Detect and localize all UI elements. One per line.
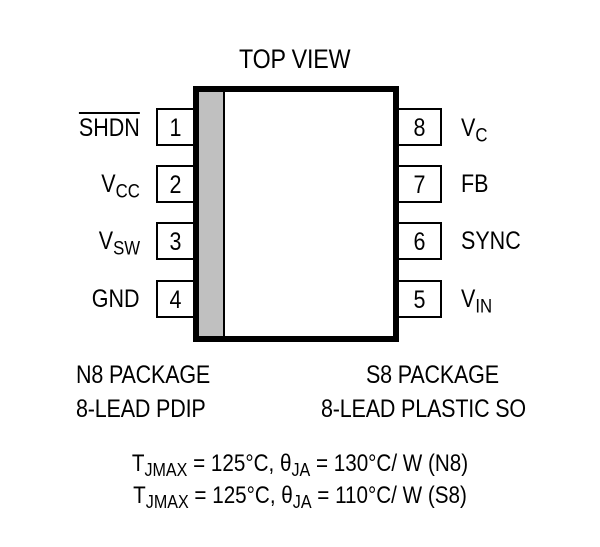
pin-number: 6	[413, 228, 426, 256]
pin-8-label: VC	[461, 116, 487, 146]
pin-number: 1	[169, 114, 182, 142]
pin-number: 2	[169, 171, 182, 199]
pin-3-label: VSW	[99, 229, 140, 259]
theta-value: = 110°C/ W (S8)	[311, 482, 467, 509]
pin-number: 7	[413, 171, 426, 199]
pin-1-box: 1	[156, 108, 193, 146]
pin-label-name: V	[101, 170, 116, 198]
pin-3-box: 3	[156, 222, 193, 260]
package-left-line2: 8-LEAD PDIP	[76, 395, 206, 423]
tjmax-subscript: JMAX	[145, 491, 189, 513]
package-right-line1: S8 PACKAGE	[366, 361, 499, 389]
ic-package-body	[193, 86, 399, 342]
theta-symbol: θ	[281, 482, 293, 509]
pin-5-box: 5	[399, 280, 442, 318]
pin-number: 4	[169, 286, 182, 314]
thermal-spec-s8: TJMAX = 125°C, θJA = 110°C/ W (S8)	[42, 484, 558, 512]
pin-7-box: 7	[399, 165, 442, 203]
pin-4-label: GND	[92, 287, 140, 312]
theta-subscript: JA	[292, 491, 312, 513]
pin-number: 5	[413, 286, 426, 314]
tjmax-value: = 125°C,	[188, 482, 282, 509]
pin-4-box: 4	[156, 280, 193, 318]
tjmax-value: = 125°C,	[187, 450, 280, 477]
pin-5-label: VIN	[461, 287, 492, 317]
pin-7-label: FB	[461, 172, 488, 197]
theta-subscript: JA	[291, 459, 311, 481]
pin-label-subscript: CC	[115, 180, 140, 203]
pin-number: 3	[169, 228, 182, 256]
pin-label-name: SYNC	[461, 227, 521, 255]
pin-2-label: VCC	[101, 172, 140, 202]
pin-6-box: 6	[399, 222, 442, 260]
tjmax-symbol: T	[133, 482, 146, 509]
pin-label-name: V	[461, 114, 476, 142]
pin-label-subscript: SW	[112, 237, 140, 260]
theta-symbol: θ	[279, 450, 292, 477]
pin-2-box: 2	[156, 165, 193, 203]
pin-label-name: V	[461, 285, 476, 313]
pin-1-label: SHDN	[79, 116, 140, 141]
diagram-title: TOP VIEW	[239, 44, 351, 74]
pin-label-subscript: IN	[475, 295, 493, 318]
pin-label-name: FB	[461, 170, 489, 198]
pin1-indicator-strip	[199, 92, 225, 336]
thermal-spec-n8: TJMAX = 125°C, θJA = 130°C/ W (N8)	[42, 452, 558, 480]
pin-label-name: GND	[92, 285, 140, 313]
pin-label-name: SHDN	[79, 114, 140, 142]
theta-value: = 130°C/ W (N8)	[310, 450, 469, 477]
pin-label-name: V	[98, 227, 113, 255]
tjmax-subscript: JMAX	[144, 459, 188, 481]
package-right-line2: 8-LEAD PLASTIC SO	[321, 395, 526, 423]
package-left-line1: N8 PACKAGE	[76, 361, 211, 389]
pin-8-box: 8	[399, 108, 442, 146]
pin-label-subscript: C	[475, 124, 488, 147]
pin-6-label: SYNC	[461, 229, 521, 254]
tjmax-symbol: T	[131, 450, 145, 477]
pin-number: 8	[413, 114, 426, 142]
